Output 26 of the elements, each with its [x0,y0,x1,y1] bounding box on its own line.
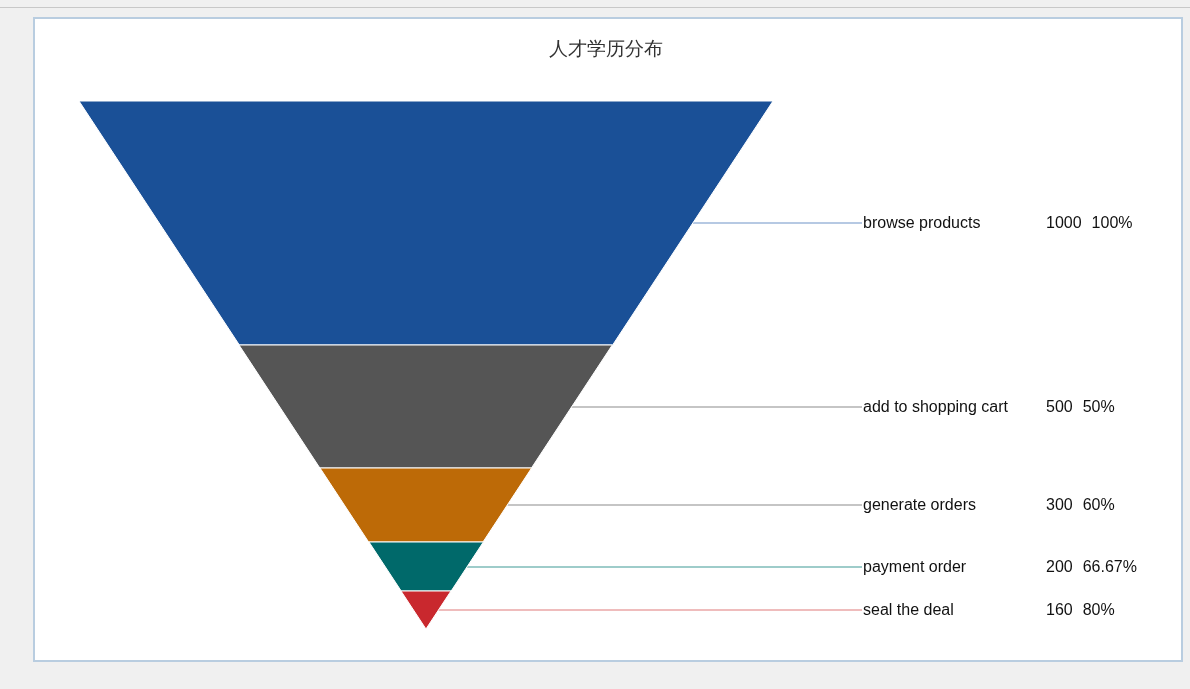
value-label: 200 [1046,558,1073,576]
leader-line [437,609,863,611]
percent-label: 100% [1091,214,1133,232]
leader-line [466,566,863,568]
stage-label: add to shopping cart [863,398,1008,416]
stage-label: generate orders [863,496,976,514]
percent-label: 80% [1082,601,1115,619]
leader-line [506,504,863,506]
leader-line [692,222,863,224]
leader-line [571,406,863,408]
value-label: 300 [1046,496,1073,514]
funnel-segment [401,591,451,629]
value-label: 500 [1046,398,1073,416]
funnel-segment [79,101,773,345]
value-label: 160 [1046,601,1073,619]
funnel-segment [368,542,484,591]
funnel-segment [239,345,613,468]
stage-label: browse products [863,214,981,232]
percent-label: 60% [1082,496,1115,514]
percent-label: 50% [1082,398,1115,416]
funnel-segment [320,468,532,542]
percent-label: 66.67% [1082,558,1137,576]
chart-title: 人才学历分布 [548,37,664,61]
value-label: 1000 [1046,214,1082,232]
stage-label: seal the deal [863,601,954,619]
stage-label: payment order [863,558,967,576]
